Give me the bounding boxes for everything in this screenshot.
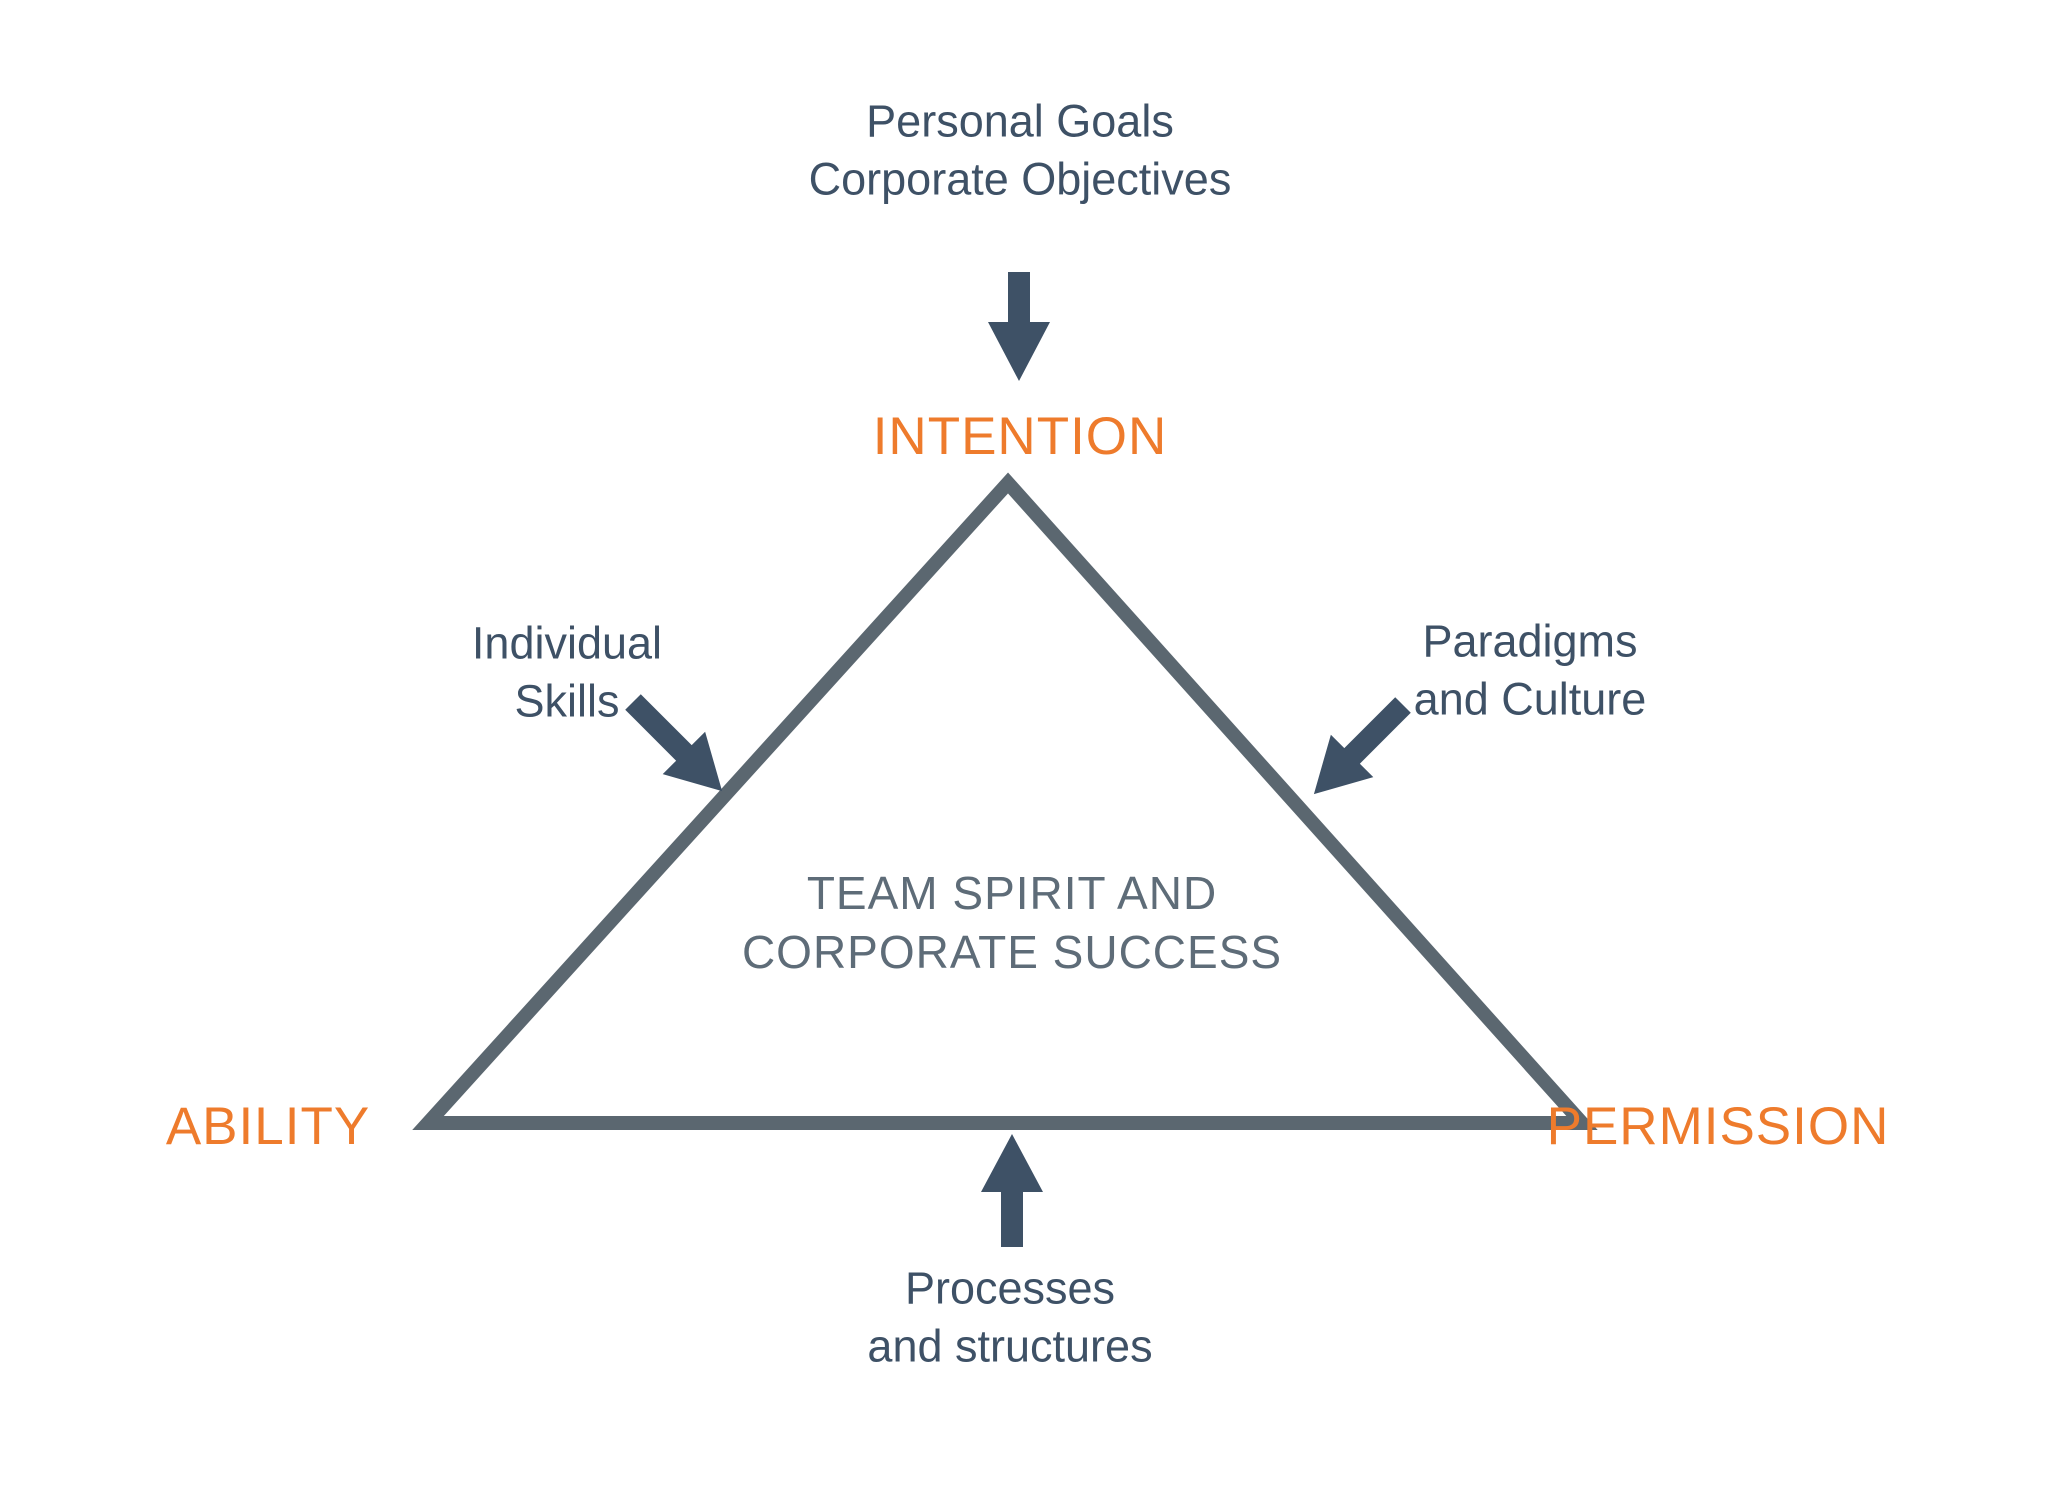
diagonal-down-right-arrow-icon xyxy=(625,694,723,792)
triangle-shape xyxy=(412,472,1598,1130)
bottom-label-line2: and structures xyxy=(867,1320,1153,1371)
top-label-line2: Corporate Objectives xyxy=(808,153,1232,204)
right-label: Paradigms and Culture xyxy=(1414,612,1647,727)
right-label-line1: Paradigms xyxy=(1422,615,1638,667)
center-label: TEAM SPIRIT AND CORPORATE SUCCESS xyxy=(742,864,1282,982)
left-label-line1: Individual xyxy=(471,617,663,669)
ability-label: ABILITY xyxy=(165,1097,371,1157)
top-label-line1: Personal Goals xyxy=(866,95,1174,147)
center-label-line1: TEAM SPIRIT AND xyxy=(806,867,1218,920)
diagonal-down-left-arrow-icon xyxy=(1313,697,1411,795)
down-arrow-icon xyxy=(988,272,1050,381)
intention-label: INTENTION xyxy=(872,407,1168,467)
permission-label: PERMISSION xyxy=(1546,1097,1890,1157)
left-label: Individual Skills xyxy=(472,614,662,729)
top-label: Personal Goals Corporate Objectives xyxy=(809,92,1232,207)
right-label-line2: and Culture xyxy=(1413,673,1647,724)
center-label-line2: CORPORATE SUCCESS xyxy=(741,926,1283,978)
bottom-label-line1: Processes xyxy=(904,1262,1116,1314)
left-label-line2: Skills xyxy=(514,675,620,726)
up-arrow-icon xyxy=(981,1134,1043,1247)
bottom-label: Processes and structures xyxy=(867,1259,1152,1374)
